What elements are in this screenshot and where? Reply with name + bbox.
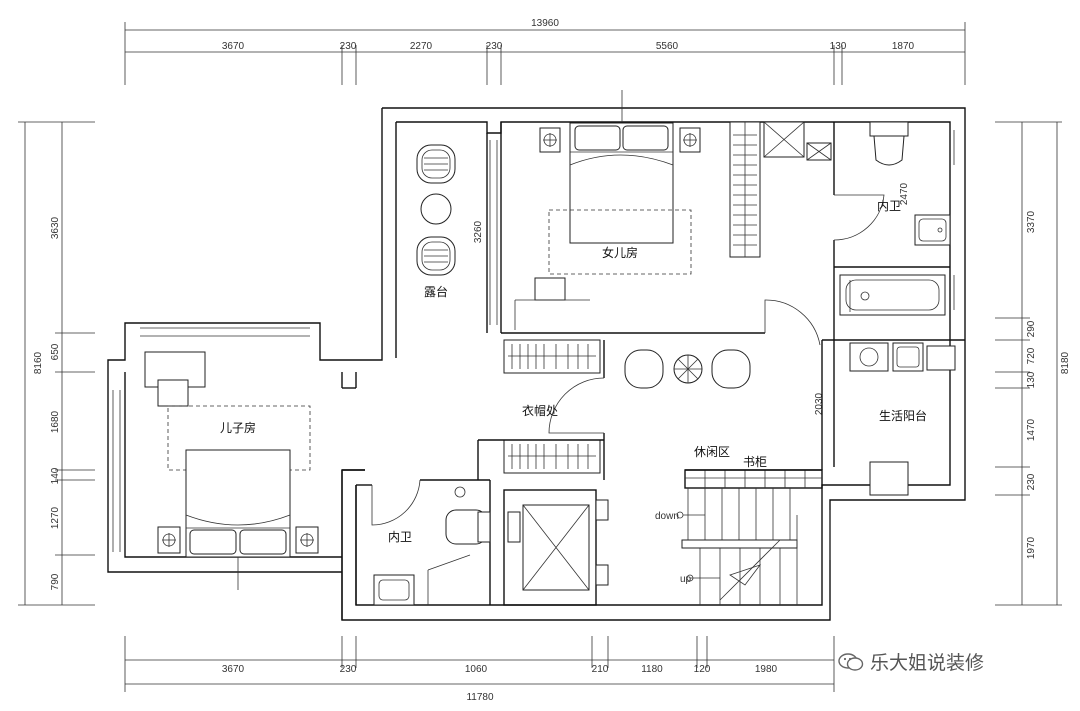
terrace-table xyxy=(420,193,452,225)
utility-balcony: 生活阳台 xyxy=(822,339,965,496)
wash-basin xyxy=(373,574,415,606)
dim-left-6: 790 xyxy=(50,573,61,590)
toilet-tank xyxy=(869,121,909,137)
watermark-text: 乐大姐说装修 xyxy=(870,652,985,674)
bedside-lamp xyxy=(679,127,701,153)
left-dimension-chain: 8160 3630 650 1680 140 1270 790 xyxy=(18,121,95,606)
pillow xyxy=(239,529,287,555)
cloakroom: 衣帽处 xyxy=(503,339,605,480)
dim-right-total: 8180 xyxy=(1060,351,1071,374)
dim-top-5: 5560 xyxy=(656,41,679,52)
dim-left-total: 8160 xyxy=(33,351,44,374)
dim-bottom-4: 210 xyxy=(592,664,609,675)
dim-bottom-2: 230 xyxy=(340,664,357,675)
closet-rail xyxy=(503,339,601,374)
pillow xyxy=(189,529,237,555)
dim-bottom-7: 1980 xyxy=(755,664,778,675)
dim-right-5: 1470 xyxy=(1026,418,1037,441)
wardrobe xyxy=(729,121,761,258)
dim-left-3: 1680 xyxy=(50,410,61,433)
lounge-armchair xyxy=(711,349,751,389)
dim-right-2: 290 xyxy=(1026,320,1037,337)
ensuite-top: 内卫 2470 xyxy=(833,121,955,340)
dim-bottom-5: 1180 xyxy=(641,664,663,675)
dim-top-1: 3670 xyxy=(222,41,245,52)
bedside-lamp xyxy=(295,526,319,554)
dim-top-3: 2270 xyxy=(410,41,433,52)
dim-right-6: 230 xyxy=(1026,473,1037,490)
dim-left-2: 650 xyxy=(50,343,61,360)
pillow xyxy=(622,125,669,151)
dim-bottom-3: 1060 xyxy=(465,664,488,675)
staircase: 书柜 down up xyxy=(655,455,823,605)
top-dimension-chain: 13960 3670 230 2270 230 5560 130 1870 xyxy=(124,18,966,85)
bottom-dimension-chain: 3670 230 1060 210 1180 120 1980 11780 xyxy=(124,636,835,703)
bedside-lamp xyxy=(539,127,561,153)
terrace: 露台 3260 xyxy=(416,144,484,299)
son-room: 儿子房 xyxy=(112,327,319,590)
chair xyxy=(534,277,566,301)
dim-top-6: 130 xyxy=(830,41,847,52)
toilet-tank xyxy=(477,511,491,543)
dim-inner-3: 2030 xyxy=(814,392,825,415)
stair-rail xyxy=(681,539,798,549)
dim-inner-1: 3260 xyxy=(473,220,484,243)
stair-down-label: down xyxy=(655,511,679,522)
washing-machine xyxy=(849,342,889,372)
watermark: 乐大姐说装修 xyxy=(838,648,984,675)
dim-bottom-total: 11780 xyxy=(466,692,494,703)
bedside-lamp xyxy=(157,526,181,554)
storage-cabinet xyxy=(869,461,909,496)
lounge: 休闲区 2030 xyxy=(624,299,825,459)
dim-top-7: 1870 xyxy=(892,41,915,52)
dim-left-4: 140 xyxy=(50,467,61,484)
wash-basin xyxy=(914,214,951,246)
label-daughter-room: 女儿房 xyxy=(602,245,638,260)
elevator-shaft xyxy=(503,489,609,606)
label-cloakroom: 衣帽处 xyxy=(522,403,558,418)
pillow xyxy=(574,125,621,151)
interior-partitions xyxy=(342,340,831,560)
dim-right-3: 720 xyxy=(1026,347,1037,364)
toilet-bowl xyxy=(873,135,905,166)
rug-outline xyxy=(548,209,692,275)
dim-right-4: 130 xyxy=(1026,371,1037,388)
label-bookcase: 书柜 xyxy=(743,455,767,469)
label-ensuite-top: 内卫 xyxy=(877,199,901,213)
wechat-icon xyxy=(838,652,864,671)
dim-top-2: 230 xyxy=(340,41,357,52)
label-terrace: 露台 xyxy=(424,284,448,299)
ensuite-bottom: 内卫 xyxy=(341,470,491,620)
right-dimension-chain: 8180 3370 290 720 130 1470 230 1970 xyxy=(995,121,1071,606)
dim-top-total: 13960 xyxy=(531,18,559,29)
mop-sink xyxy=(926,345,956,371)
dim-right-7: 1970 xyxy=(1026,536,1037,559)
label-son-room: 儿子房 xyxy=(220,420,256,435)
dim-left-1: 3630 xyxy=(50,216,61,239)
dim-left-5: 1270 xyxy=(50,506,61,529)
dim-right-1: 3370 xyxy=(1026,210,1037,233)
bathtub xyxy=(839,274,946,316)
dim-top-4: 230 xyxy=(486,41,503,52)
label-lounge: 休闲区 xyxy=(694,445,730,459)
daughter-room: 女儿房 xyxy=(486,90,832,334)
chair xyxy=(157,379,189,407)
stair-up-label: up xyxy=(680,574,692,585)
dim-inner-2: 2470 xyxy=(899,182,910,205)
bookcase xyxy=(684,469,823,489)
dim-bottom-1: 3670 xyxy=(222,664,245,675)
closet-rail xyxy=(503,439,601,474)
label-utility-balcony: 生活阳台 xyxy=(879,408,927,423)
label-ensuite-bottom: 内卫 xyxy=(388,530,412,544)
lounge-armchair xyxy=(624,349,664,389)
dim-bottom-6: 120 xyxy=(694,664,711,675)
